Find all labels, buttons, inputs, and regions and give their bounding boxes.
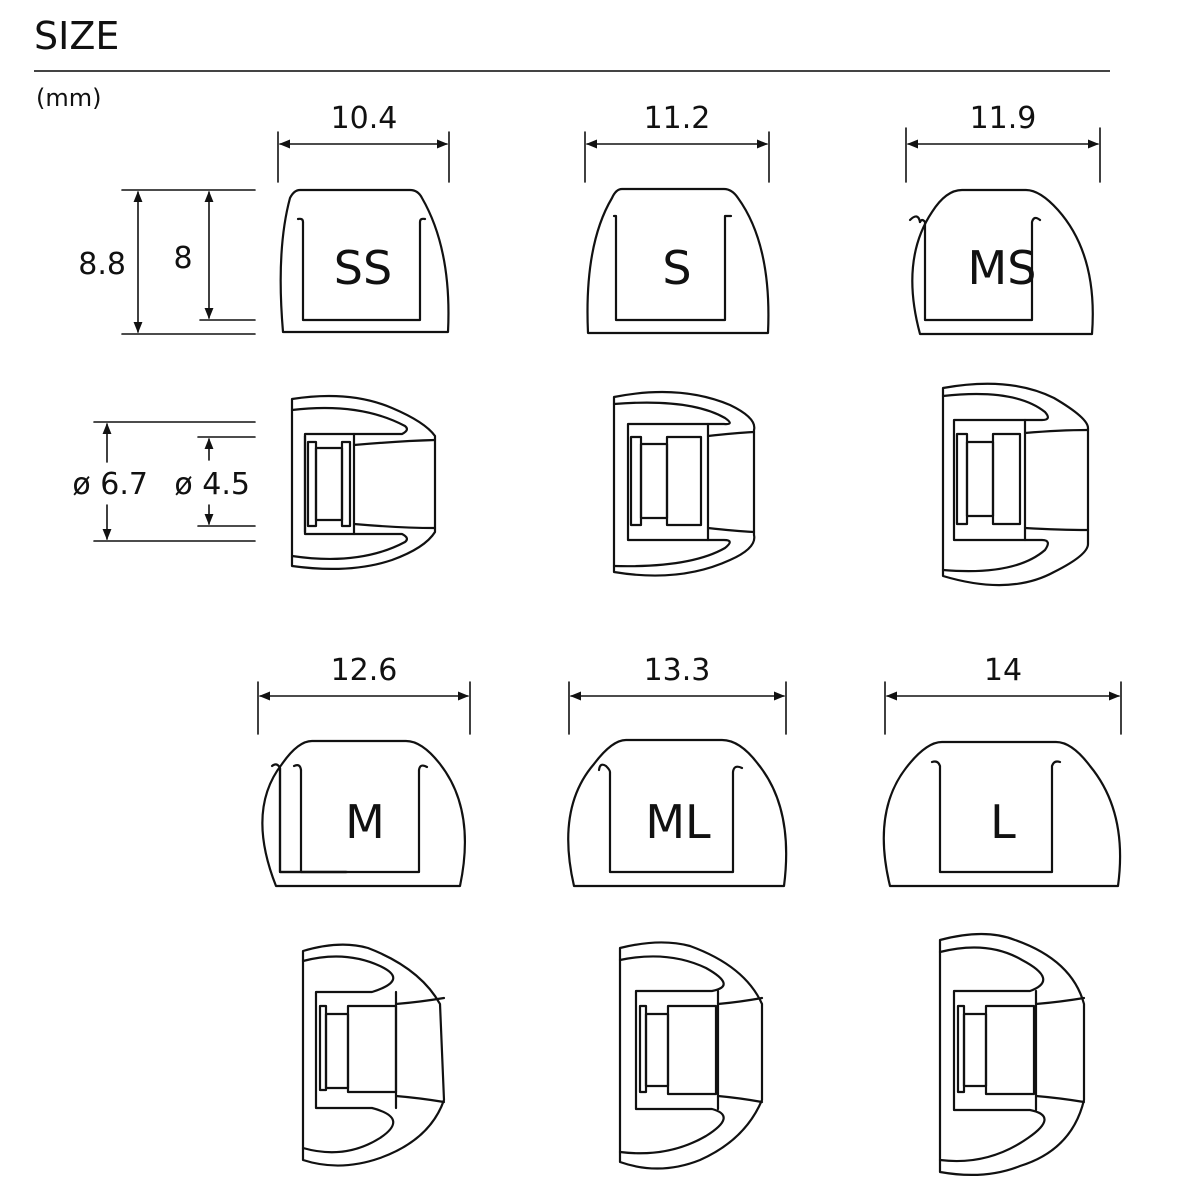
eartip-side-m: [301, 943, 446, 1167]
title-divider: [34, 70, 1110, 72]
eartip-front-s: [584, 131, 770, 335]
eartip-front-l: [882, 681, 1122, 888]
height-dimension: [121, 189, 256, 335]
width-label-ml: 13.3: [644, 653, 711, 688]
eartip-side-s: [612, 390, 756, 577]
width-label-ms: 11.9: [970, 101, 1037, 136]
inner-diameter-label: ø 4.5: [174, 467, 250, 502]
eartip-side-ml: [618, 941, 764, 1170]
outer-height-label: 8.8: [78, 247, 126, 282]
width-label-l: 14: [984, 653, 1022, 688]
size-label-ms: MS: [968, 241, 1037, 295]
eartip-front-m: [257, 681, 471, 888]
size-label-m: M: [345, 795, 385, 849]
eartip-front-ml: [567, 681, 788, 888]
inner-height-label: 8: [173, 241, 192, 276]
diameter-dimension: [93, 421, 256, 542]
unit-label: (mm): [36, 84, 102, 112]
eartip-side-ms: [941, 382, 1090, 587]
width-label-s: 11.2: [644, 101, 711, 136]
size-label-ss: SS: [334, 241, 392, 295]
width-label-m: 12.6: [331, 653, 398, 688]
outer-diameter-label: ø 6.7: [72, 467, 148, 502]
page-title: SIZE: [34, 14, 120, 58]
eartip-side-l: [938, 932, 1086, 1176]
size-label-s: S: [662, 241, 691, 295]
size-label-l: L: [990, 795, 1016, 849]
eartip-side-ss: [290, 394, 437, 571]
eartip-front-ms: [905, 127, 1101, 336]
width-label-ss: 10.4: [331, 101, 398, 136]
size-label-ml: ML: [645, 795, 711, 849]
eartip-front-ss: [277, 131, 450, 334]
